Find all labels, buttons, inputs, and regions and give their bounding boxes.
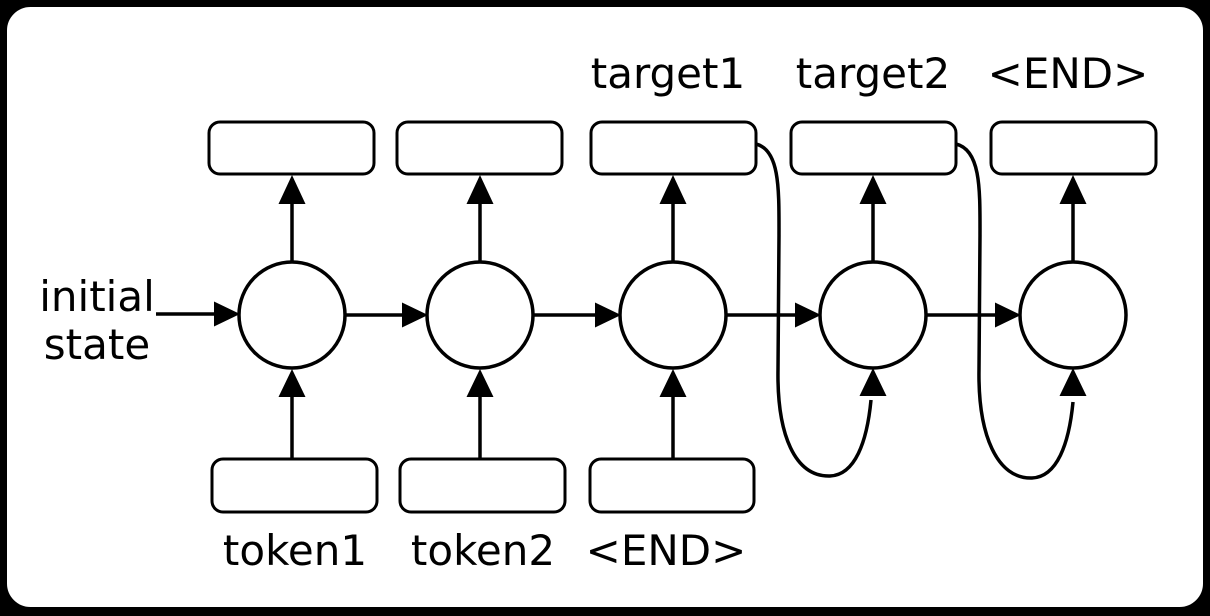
arrowhead-cell2 (402, 302, 428, 328)
arrow-cell4-cell5 (925, 302, 1021, 328)
rnn-cell-4 (818, 260, 928, 370)
arrow-input2-cell2 (466, 369, 494, 458)
arrow-input3-cell3 (659, 369, 687, 458)
label-end-bottom: <END> (586, 526, 747, 575)
arrow-cell1-cell2 (344, 302, 428, 328)
input-box-3 (588, 457, 756, 514)
arrowhead-cell3-input (659, 369, 687, 397)
arrow-input1-cell1 (278, 369, 306, 458)
label-target1: target1 (591, 49, 745, 98)
arrowhead-output2 (466, 175, 494, 204)
input-box-2 (398, 457, 567, 514)
arrowhead-cell2-input (466, 369, 494, 397)
arrowhead-output1 (278, 175, 306, 204)
input-box-1 (210, 457, 379, 514)
rnn-cell-2 (425, 260, 535, 370)
arrowhead-cell5 (995, 302, 1021, 328)
initial-state-label-line1: initial (39, 272, 155, 321)
arrow-cell5-output5 (1059, 175, 1087, 263)
rnn-cell-5 (1018, 260, 1128, 370)
arrow-cell2-cell3 (532, 302, 621, 328)
arrowhead-initial-state (214, 301, 240, 327)
label-end-top: <END> (988, 49, 1149, 98)
feedback-curve-output3-cell4 (755, 142, 887, 478)
output-box-2 (395, 120, 564, 176)
arrowhead-cell3 (595, 302, 621, 328)
arrowhead-output4 (859, 175, 887, 204)
label-target2: target2 (796, 49, 950, 98)
output-box-5 (989, 120, 1158, 176)
output-box-4 (789, 120, 958, 176)
arrowhead-feedback-cell4 (859, 368, 887, 396)
initial-state-label-line2: state (44, 320, 150, 369)
arrow-cell2-output2 (466, 175, 494, 263)
rnn-cell-1 (237, 260, 347, 370)
label-token2: token2 (411, 526, 555, 575)
arrow-cell3-output3 (659, 175, 687, 263)
arrow-cell4-output4 (859, 175, 887, 263)
arrow-cell1-output1 (278, 175, 306, 263)
rnn-cell-3 (618, 260, 728, 370)
output-box-1 (207, 120, 376, 176)
arrowhead-cell4 (795, 302, 821, 328)
arrowhead-feedback-cell5 (1059, 368, 1087, 396)
feedback-curve-output4-cell5 (955, 142, 1087, 480)
arrowhead-cell1-input (278, 369, 306, 397)
arrow-cell3-cell4 (725, 302, 821, 328)
arrow-initial-state (156, 301, 240, 327)
output-box-3 (589, 120, 758, 176)
arrowhead-output5 (1059, 175, 1087, 204)
arrowhead-output3 (659, 175, 687, 204)
label-token1: token1 (223, 526, 367, 575)
